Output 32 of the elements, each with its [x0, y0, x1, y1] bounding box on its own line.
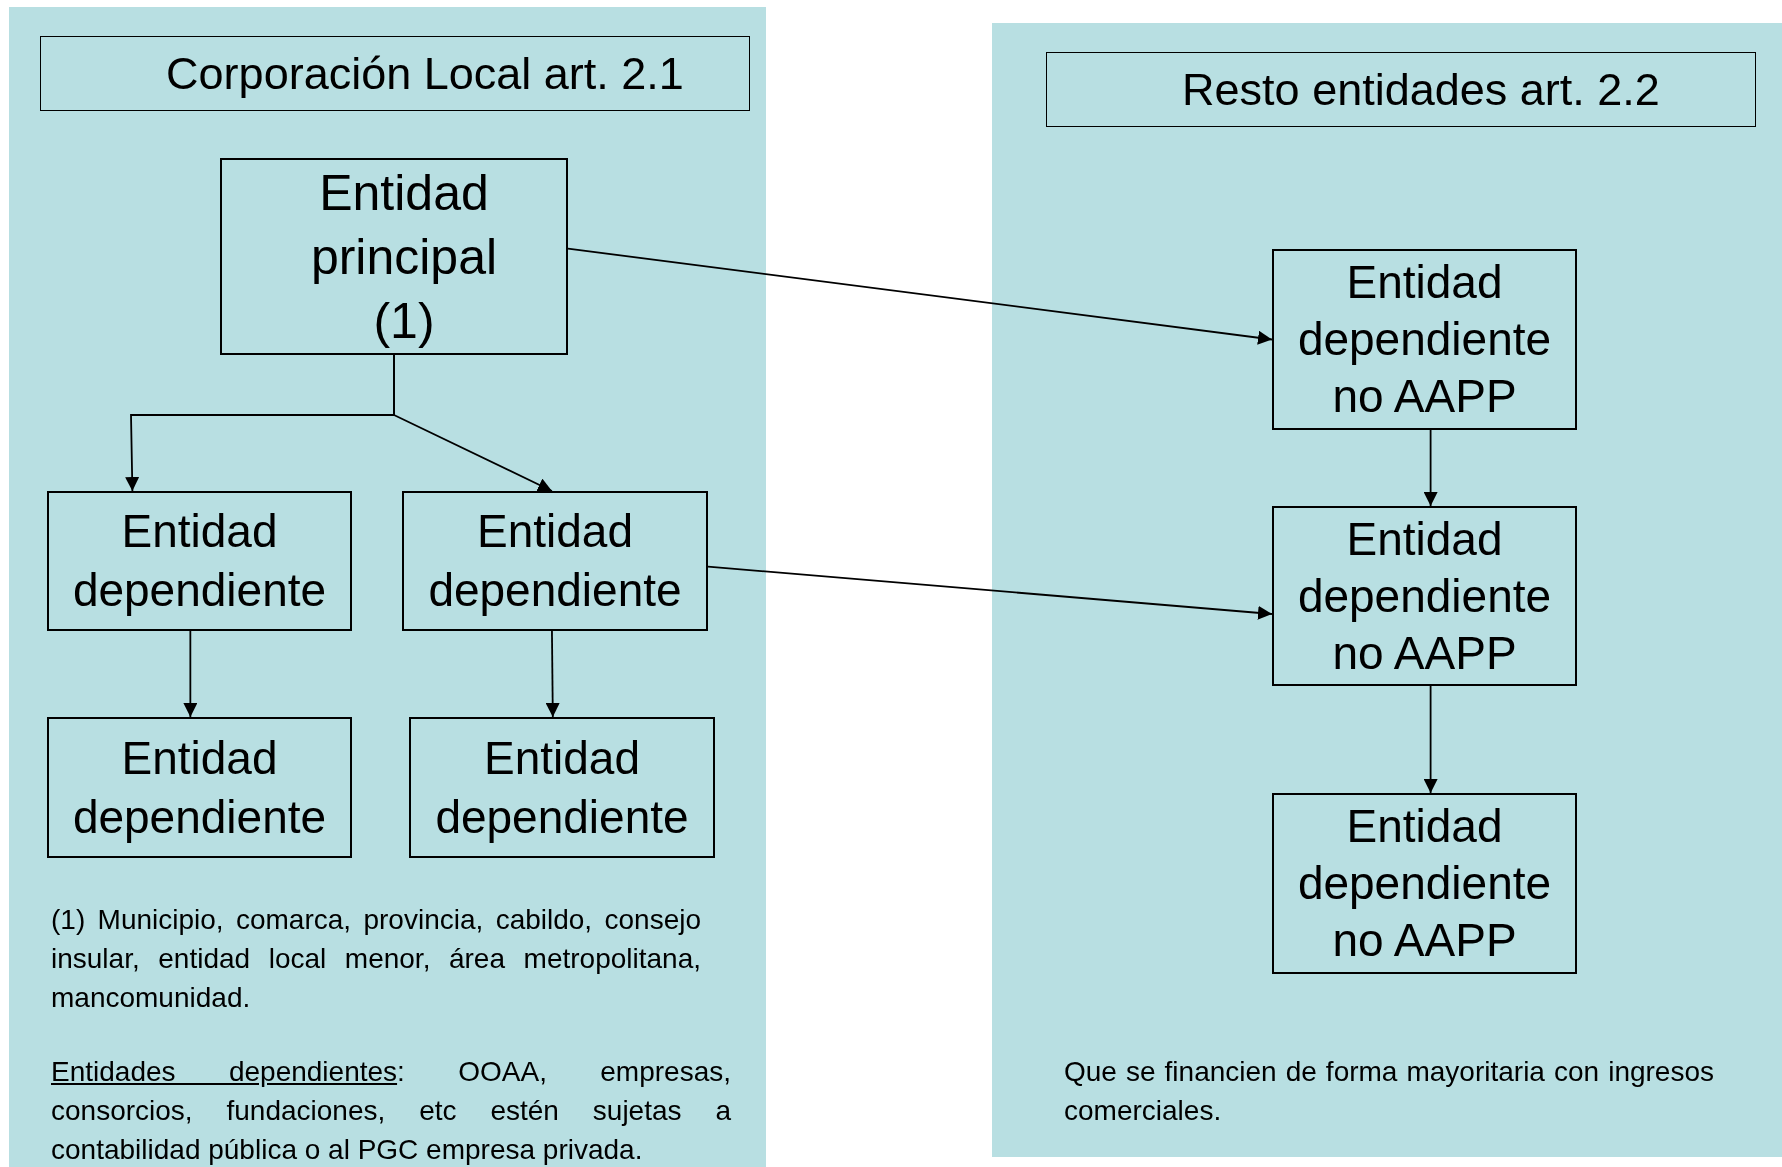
note-text: Entidades dependientes: OOAA, empresas, consorcios, fundaciones, etc estén sujetas a contabilidad pública o al PGC empresa privada. — [51, 1055, 731, 1167]
entity-box — [1272, 249, 1577, 430]
entity-name: Entidad dependiente — [71, 730, 328, 845]
arrow — [393, 354, 553, 492]
panel-title: Corporación Local art. 2.1 — [166, 46, 684, 101]
arrow — [545, 630, 560, 718]
entity-name: Entidad dependiente no AAPP — [1296, 511, 1553, 681]
entity-box — [220, 158, 568, 355]
entity-name: Entidad dependiente — [427, 504, 683, 618]
panel-background — [9, 7, 766, 1167]
entity-name: Entidad dependiente — [71, 504, 328, 618]
entity-box — [1272, 506, 1577, 686]
entity-name: Entidad dependiente — [434, 730, 690, 845]
arrow — [707, 565, 1273, 620]
entity-box — [409, 717, 715, 858]
title-box — [40, 36, 750, 111]
arrow — [1423, 429, 1438, 507]
entity-box — [402, 491, 708, 631]
note-text: Que se financien de forma mayoritaria con ingresos comerciales. — [1064, 1055, 1714, 1128]
entity-box — [47, 491, 352, 631]
panel-title: Resto entidades art. 2.2 — [1182, 62, 1660, 117]
arrow — [567, 247, 1273, 345]
arrow — [1423, 685, 1438, 794]
entity-name: Entidad dependiente no AAPP — [1296, 799, 1553, 968]
entity-name: Entidad dependiente no AAPP — [1296, 255, 1553, 424]
panel-background — [992, 23, 1782, 1157]
entity-name: Entidad principal (1) — [309, 163, 499, 351]
entity-box — [1272, 793, 1577, 974]
arrow — [183, 630, 198, 718]
title-box — [1046, 52, 1756, 127]
note-text: (1) Municipio, comarca, provincia, cabildo, consejo insular, entidad local menor, área metropolitana, mancomunidad. — [51, 903, 701, 1015]
entity-box — [47, 717, 352, 858]
